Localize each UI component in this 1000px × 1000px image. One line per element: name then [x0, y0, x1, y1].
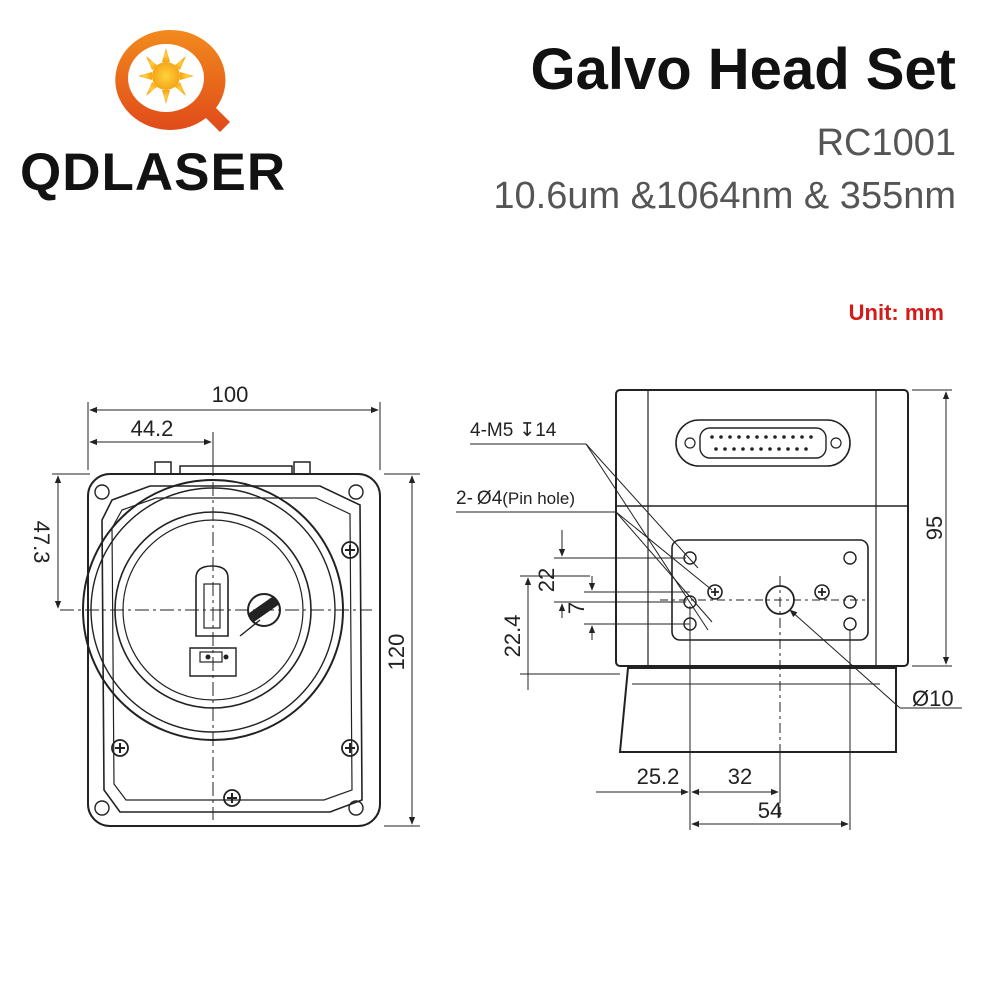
screw-icon: [707, 584, 830, 600]
dim-front-width: 100: [212, 382, 249, 407]
dim-left-offset: 25.2: [637, 764, 680, 789]
db25-connector-icon: [675, 419, 851, 467]
callout-thread: 4-M5↧14: [470, 420, 557, 441]
unit-label: Unit: mm: [848, 300, 944, 325]
dim-front-center-y: 47.3: [29, 521, 54, 564]
dim-center-offset: 32: [728, 764, 752, 789]
page-title: Galvo Head Set: [530, 37, 956, 102]
dim-side-height: 95: [922, 516, 947, 540]
brand-name: QDLASER: [20, 143, 287, 202]
wavelength-spec: 10.6um &1064nm & 355nm: [493, 175, 956, 217]
dim-front-height: 120: [384, 634, 409, 671]
qdlaser-logo-emblem: [115, 29, 230, 132]
callout-pin-hole: 2-Ø4(Pin hole): [456, 488, 575, 509]
dim-hole-spacing: 22: [534, 568, 559, 592]
dim-total: 54: [758, 798, 782, 823]
dim-pin-spacing: 7: [564, 602, 589, 614]
side-view: 4-M5↧14 2-Ø4(Pin hole) 95 22 7 22.4 Ø10: [456, 389, 962, 830]
screw-icon: [111, 541, 359, 807]
dim-aperture: Ø10: [912, 686, 954, 711]
screw-icon: [94, 484, 364, 816]
dim-front-center-x: 44.2: [131, 416, 174, 441]
dim-offset: 22.4: [500, 615, 525, 658]
front-view: 100 44.2 47.3 120: [29, 382, 420, 827]
model-number: RC1001: [816, 122, 956, 164]
